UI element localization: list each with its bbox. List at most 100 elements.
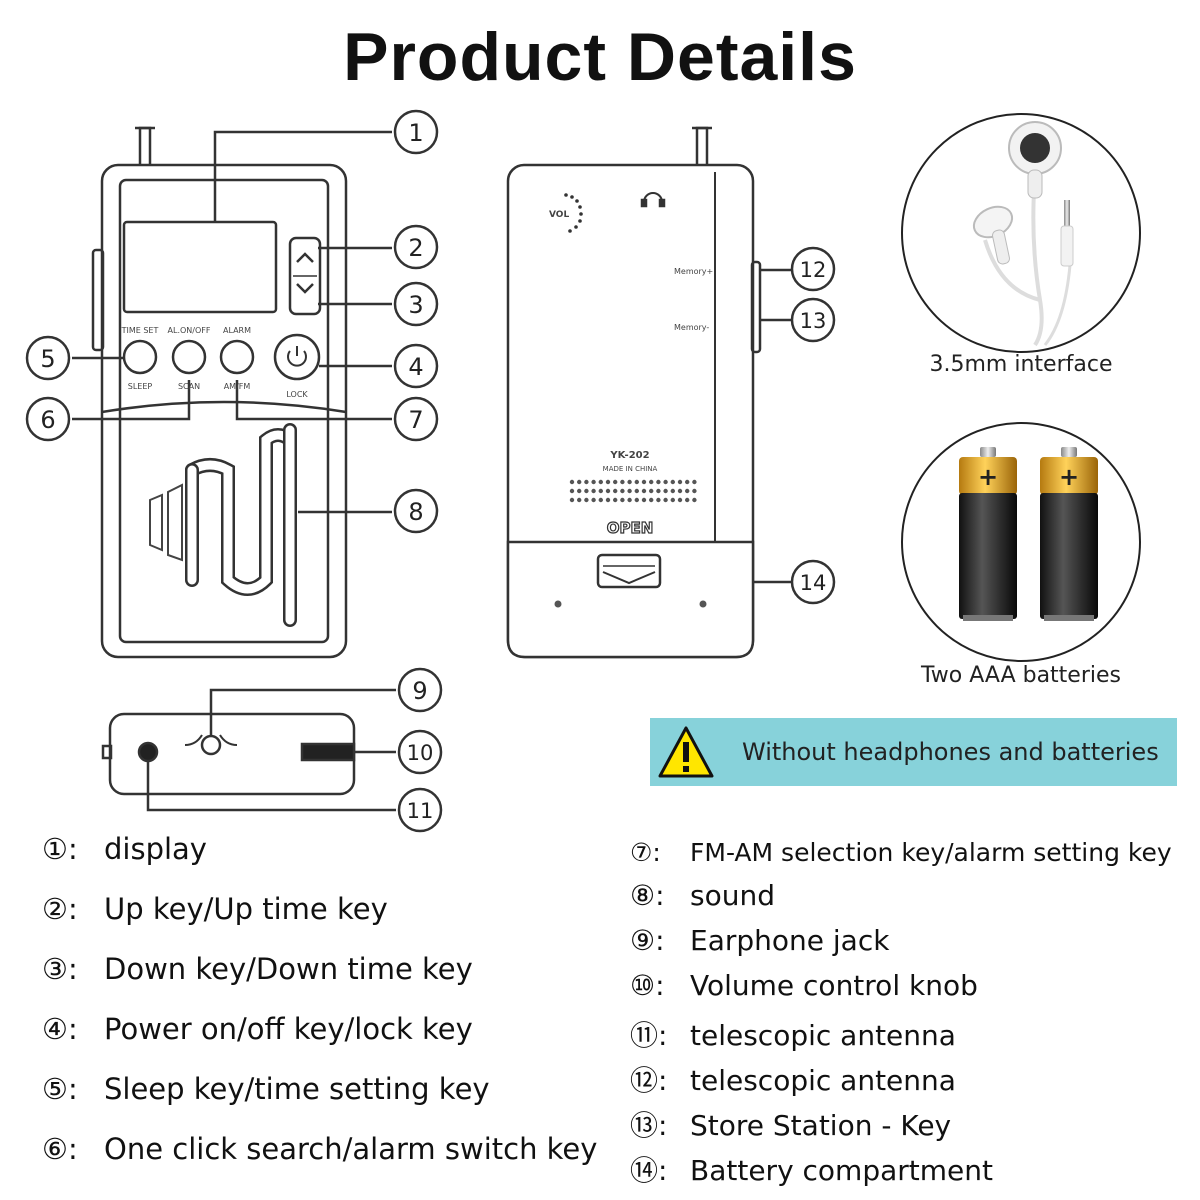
speaker-hole (613, 479, 618, 485)
label-scan: SCAN (178, 382, 200, 391)
callout-2: 2 (393, 224, 439, 270)
label-sleep: SLEEP (128, 382, 153, 391)
callout-4: 4 (393, 343, 439, 389)
front-display (122, 220, 278, 314)
speaker-hole (584, 497, 589, 503)
legend-item: ⑬:Store Station - Key (630, 1109, 952, 1142)
speaker-hole (605, 488, 611, 494)
batteries-illustration: + + (901, 422, 1141, 662)
warning-text: Without headphones and batteries (742, 738, 1159, 766)
speaker-hole (569, 497, 575, 503)
speaker-hole (649, 488, 654, 494)
leader-6 (72, 380, 191, 421)
speaker-hole (605, 497, 611, 503)
callout-11: 11 (397, 787, 443, 833)
callout-12: 12 (790, 246, 836, 292)
callout-8: 8 (393, 488, 439, 534)
speaker-hole (598, 479, 603, 485)
svg-text:4: 4 (408, 353, 423, 381)
batteries-caption: Two AAA batteries (921, 663, 1121, 688)
legend-item: ⑦:FM-AM selection key/alarm setting key (630, 838, 1172, 867)
amfm-button (219, 339, 255, 375)
speaker-hole (685, 479, 690, 485)
svg-text:+: + (1059, 463, 1079, 491)
speaker-hole (670, 497, 675, 503)
callout-3: 3 (393, 281, 439, 327)
battery-right: + (1040, 447, 1098, 621)
speaker-hole (591, 479, 596, 485)
speaker-hole (598, 488, 603, 494)
svg-text:10: 10 (407, 741, 434, 765)
speaker-hole (569, 488, 575, 494)
label-lock: LOCK (286, 390, 308, 399)
up-down-keys (288, 236, 322, 316)
speaker-hole (656, 479, 661, 485)
vol-knob-hole (137, 741, 159, 763)
callout-13: 13 (790, 297, 836, 343)
legend-item: ⑫:telescopic antenna (630, 1064, 956, 1097)
leader-7 (235, 380, 392, 421)
speaker-hole (591, 488, 596, 494)
speaker-hole (663, 479, 668, 485)
speaker-hole (620, 497, 625, 503)
label-alarm: ALARM (223, 326, 251, 335)
speaker-hole (641, 497, 647, 503)
legend-item: ⑨:Earphone jack (630, 924, 890, 957)
callout-5: 5 (25, 335, 71, 381)
speaker-hole (577, 488, 582, 494)
speaker-hole (692, 479, 697, 485)
legend-item: ②:Up key/Up time key (42, 892, 388, 926)
front-view (72, 126, 392, 659)
label-al-onoff: AL.ON/OFF (168, 326, 211, 335)
svg-text:9: 9 (412, 677, 427, 705)
vol-dial (564, 193, 583, 233)
speaker-hole (569, 479, 575, 485)
speaker-hole (634, 479, 639, 485)
speaker-hole (649, 497, 654, 503)
speaker-hole (656, 497, 661, 503)
svg-text:5: 5 (40, 345, 55, 373)
svg-text:12: 12 (800, 258, 827, 282)
legend-item: ⑭:Battery compartment (630, 1154, 993, 1187)
speaker-hole (677, 479, 683, 485)
made-in-label: MADE IN CHINA (603, 465, 658, 473)
speaker-hole (605, 479, 611, 485)
leader-1 (213, 130, 392, 222)
speaker-hole (584, 479, 589, 485)
memory-minus-label: Memory- (674, 323, 709, 332)
svg-text:6: 6 (40, 406, 55, 434)
antenna-base (300, 742, 356, 762)
svg-text:+: + (978, 463, 998, 491)
leader-11 (146, 761, 396, 812)
bottom-view (101, 688, 396, 812)
speaker-hole (577, 479, 582, 485)
back-speaker-holes (569, 479, 697, 503)
speaker-hole (656, 488, 661, 494)
speaker-hole (685, 488, 690, 494)
legend-item: ⑤:Sleep key/time setting key (42, 1072, 490, 1106)
battery-left: + (959, 447, 1017, 621)
speaker-hole (663, 488, 668, 494)
svg-text:3: 3 (408, 291, 423, 319)
warning-icon (650, 718, 722, 786)
memory-plus-label: Memory+ (674, 267, 713, 276)
legend-item: ⑪:telescopic antenna (630, 1019, 956, 1052)
speaker-hole (627, 479, 632, 485)
callout-6: 6 (25, 396, 71, 442)
svg-text:11: 11 (407, 799, 434, 823)
legend-item: ③:Down key/Down time key (42, 952, 473, 986)
legend-item: ⑧:sound (630, 879, 775, 912)
page-title: Product Details (343, 19, 857, 95)
speaker-hole (627, 488, 632, 494)
svg-text:7: 7 (408, 406, 423, 434)
speaker-hole (577, 497, 582, 503)
speaker-hole (620, 479, 625, 485)
callout-1: 1 (393, 109, 439, 155)
legend-left: ①:display ②:Up key/Up time key ③:Down ke… (42, 832, 612, 1192)
speaker-hole (634, 488, 639, 494)
earphones-illustration (901, 113, 1141, 353)
speaker-hole (584, 488, 589, 494)
callout-7: 7 (393, 396, 439, 442)
warning-banner: Without headphones and batteries (650, 718, 1177, 786)
open-label: OPEN (607, 519, 654, 537)
